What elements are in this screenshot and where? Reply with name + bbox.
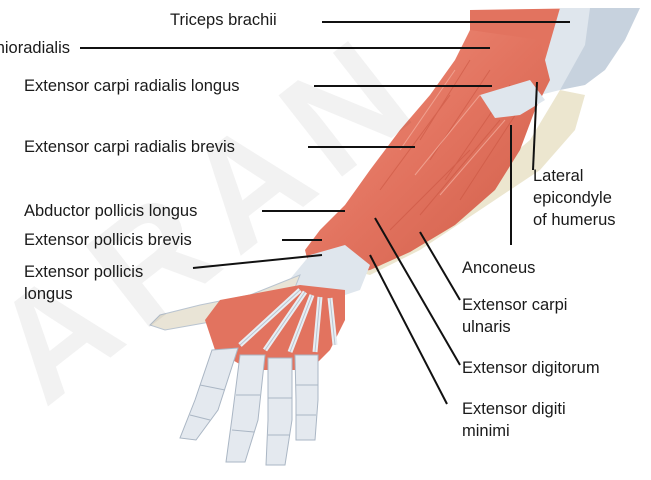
label-extensor-carpi-radialis-brevis: Extensor carpi radialis brevis bbox=[24, 137, 235, 158]
label-extensor-digiti-minimi-line2: minimi bbox=[462, 421, 510, 442]
label-extensor-pollicis-brevis: Extensor pollicis brevis bbox=[24, 230, 192, 251]
label-abductor-pollicis-longus: Abductor pollicis longus bbox=[24, 201, 197, 222]
fingers bbox=[180, 348, 318, 465]
label-extensor-digitorum: Extensor digitorum bbox=[462, 358, 600, 379]
label-lateral-epicondyle-line2: epicondyle bbox=[533, 188, 612, 209]
label-extensor-carpi-ulnaris-line1: Extensor carpi bbox=[462, 295, 567, 316]
label-triceps-brachii: Triceps brachii bbox=[170, 10, 277, 31]
label-brachioradialis: Brachioradialis bbox=[0, 38, 70, 59]
label-extensor-digiti-minimi-line1: Extensor digiti bbox=[462, 399, 566, 420]
leader-extensor-carpi-ulnaris bbox=[420, 232, 460, 300]
label-extensor-pollicis-longus-line2: longus bbox=[24, 284, 73, 305]
label-anconeus: Anconeus bbox=[462, 258, 535, 279]
label-lateral-epicondyle-line3: of humerus bbox=[533, 210, 616, 231]
label-lateral-epicondyle-line1: Lateral bbox=[533, 166, 583, 187]
label-extensor-carpi-radialis-longus: Extensor carpi radialis longus bbox=[24, 76, 240, 97]
label-extensor-carpi-ulnaris-line2: ulnaris bbox=[462, 317, 511, 338]
label-extensor-pollicis-longus-line1: Extensor pollicis bbox=[24, 262, 143, 283]
forearm-muscle-mass bbox=[305, 30, 550, 276]
